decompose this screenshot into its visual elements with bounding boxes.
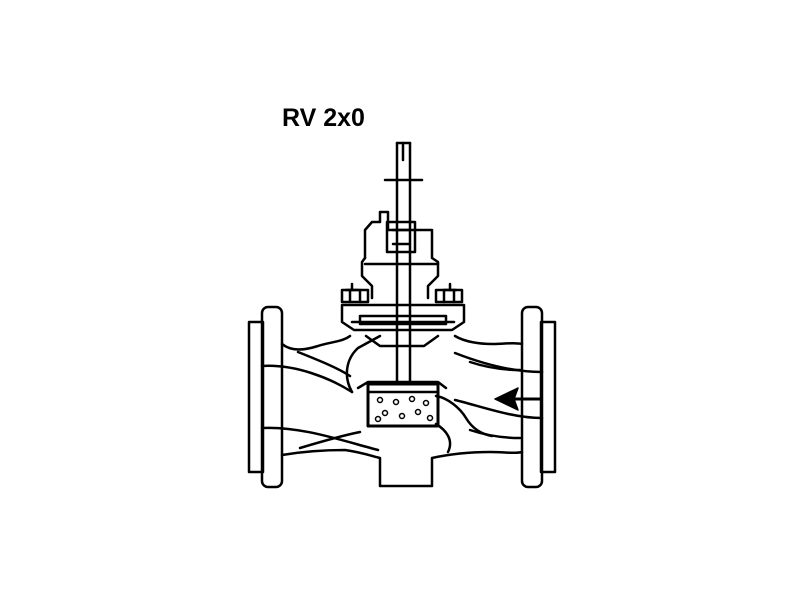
right-flange — [520, 305, 557, 489]
bonnet-flange — [340, 303, 466, 348]
left-bonnet-bolt — [340, 282, 370, 304]
valve-plug — [356, 380, 448, 428]
right-bonnet-bolt — [434, 282, 464, 304]
valve-body — [260, 334, 544, 488]
flow-direction-arrow-icon — [494, 387, 543, 411]
yoke — [360, 210, 440, 300]
left-flange — [247, 305, 284, 489]
valve-model-label: RV 2x0 — [282, 104, 365, 132]
valve-stem — [383, 141, 424, 384]
plug-perforation-holes — [374, 395, 434, 423]
